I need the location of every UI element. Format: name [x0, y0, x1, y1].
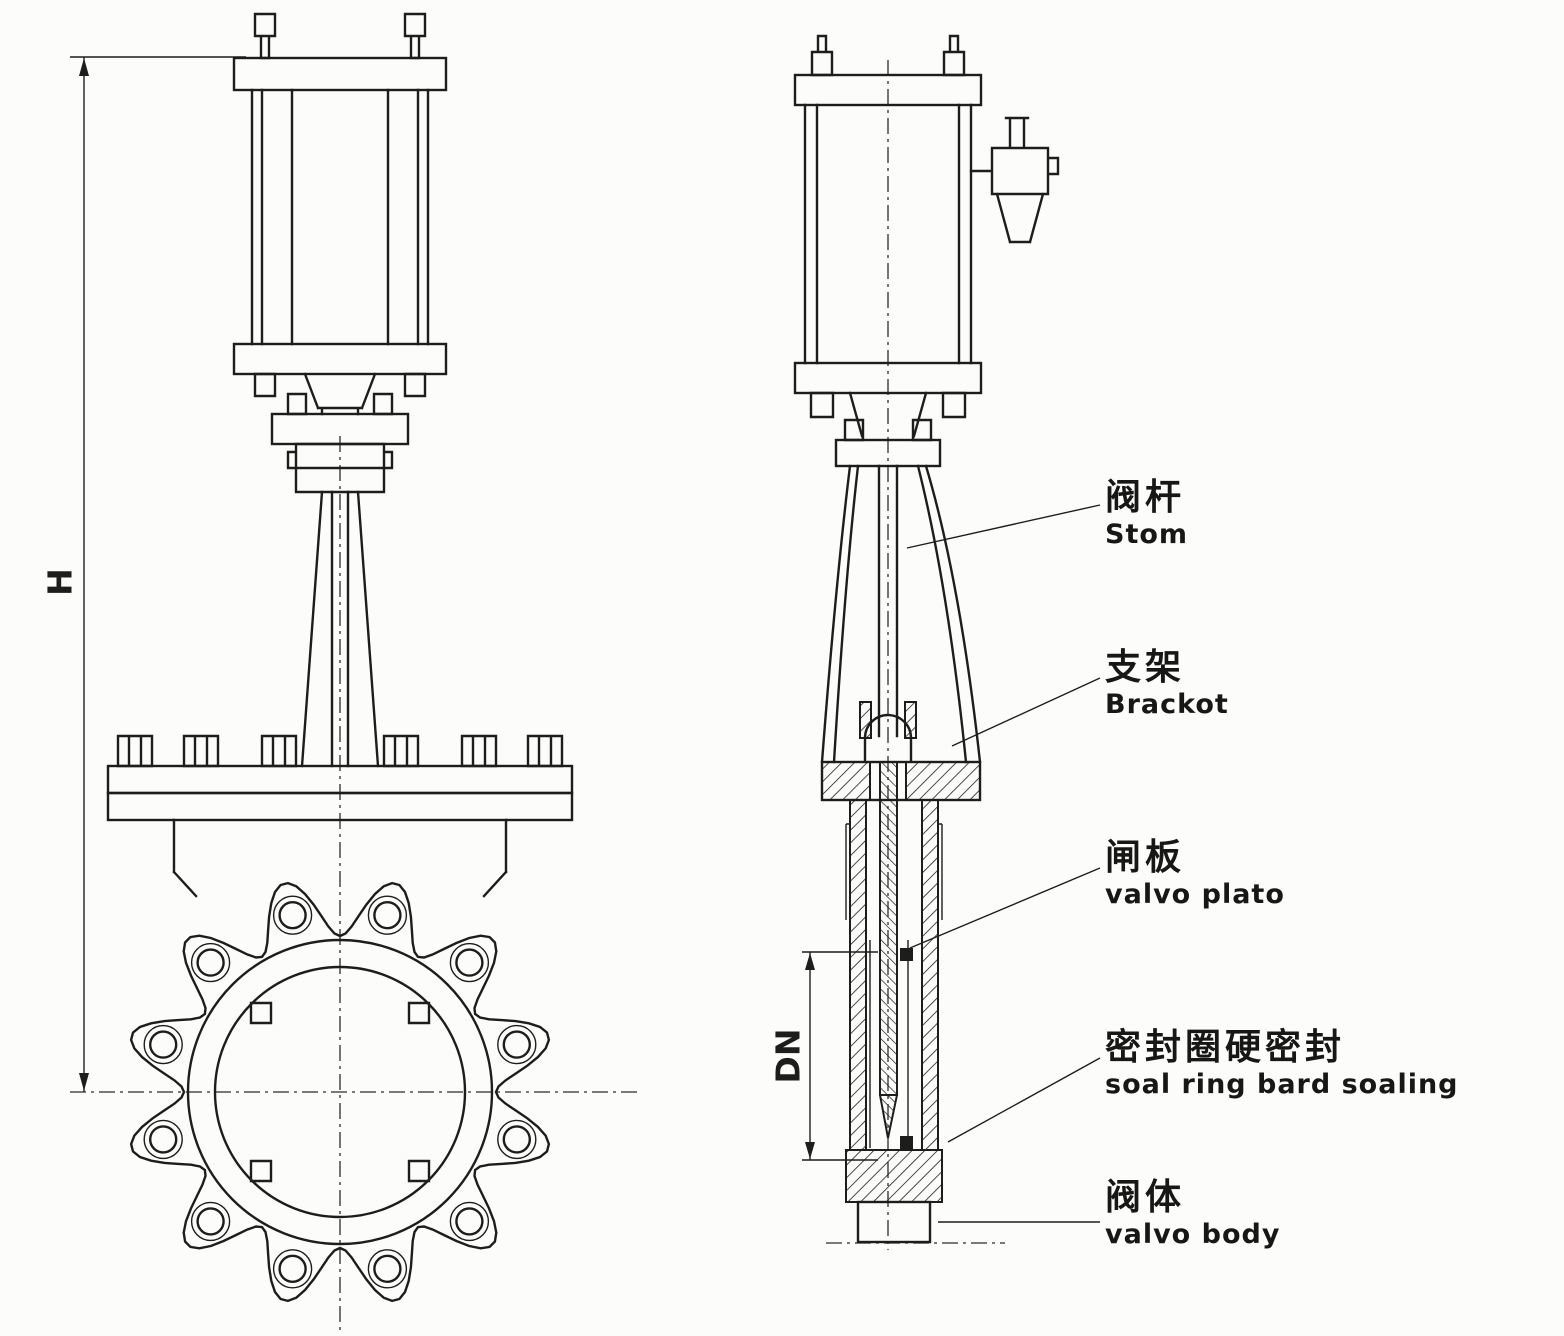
bolt-hole [449, 1201, 490, 1242]
mounting-plate-left [821, 761, 871, 801]
bolt-hole [497, 1024, 537, 1065]
cylinder-top-plate [232, 56, 448, 92]
flange-bolt-holes [143, 895, 537, 1289]
arrow-up-icon [805, 953, 815, 970]
callout-seal-ring-en: soal ring bard soaling [1105, 1069, 1459, 1101]
bolt-hole [502, 1125, 531, 1154]
bolt-hole [373, 901, 402, 930]
stem-gland-right [904, 701, 917, 739]
seal-ring-upper [900, 948, 913, 961]
scalloped-flange-outline [129, 881, 551, 1303]
callout-valve-body-en: valvo body [1105, 1219, 1281, 1251]
body-wall-left [849, 799, 867, 1151]
yoke-column [300, 490, 380, 768]
side-section-view [793, 34, 1060, 1244]
mounting-plate-right [905, 761, 981, 801]
bolt-hole [367, 1249, 408, 1289]
side-cylinder-barrel [803, 103, 973, 365]
bolt-hole [373, 1254, 402, 1284]
callout-valve-plate-zh: 闸板 [1105, 837, 1186, 878]
bore-guide-tabs [249, 1001, 431, 1183]
body-face-circle [186, 938, 494, 1246]
bolt-hole [278, 901, 307, 930]
side-bottom-nuts [809, 391, 967, 419]
stem-rod [863, 464, 913, 762]
arrow-down-icon [805, 1142, 815, 1159]
bolt-hole [497, 1119, 537, 1160]
body-wall-right [921, 799, 939, 1151]
stem-gland-left [859, 701, 872, 739]
bolt-hole [272, 1249, 313, 1289]
bolt-hole [272, 895, 313, 935]
callout-bracket-zh: 支架 [1105, 647, 1186, 688]
callout-stem: 阀杆 Stom [1105, 477, 1189, 552]
dimension-H: H [41, 56, 246, 1092]
body-shoulder [172, 818, 508, 898]
body-cavity-lines [869, 940, 909, 1148]
bracket-shell [820, 464, 982, 764]
bolt-hole [449, 942, 490, 983]
callout-seal-ring-zh: 密封圈硬密封 [1105, 1027, 1346, 1068]
front-view [106, 12, 574, 1303]
bolt-hole [502, 1030, 531, 1059]
bolt-hole [143, 1119, 183, 1160]
side-cylinder-top-plate [793, 73, 983, 107]
arrow-down-icon [79, 1073, 89, 1091]
actuator-top-bolts [253, 12, 427, 60]
body-bottom-boss [856, 1200, 932, 1244]
bolt-hole [455, 1207, 484, 1236]
dimension-DN: DN [769, 951, 878, 1161]
bolt-hole [455, 948, 484, 977]
callout-seal-ring: 密封圈硬密封 soal ring bard soaling [1105, 1027, 1459, 1102]
cylinder-bottom-nuts [253, 372, 427, 398]
callout-bracket-en: Brackot [1105, 689, 1229, 721]
callout-stem-zh: 阀杆 [1105, 477, 1186, 518]
bolt-hole [143, 1024, 183, 1065]
bolt-hole [148, 1125, 178, 1154]
centerlines [70, 60, 1005, 1330]
seal-ring-lower [900, 1136, 913, 1149]
bolt-hole [278, 1254, 307, 1284]
bonnet-plate-lower [106, 791, 574, 822]
arrow-up-icon [79, 58, 89, 76]
side-funnel [848, 391, 928, 438]
dimension-DN-label: DN [769, 1028, 808, 1083]
stem-gland-block [286, 442, 394, 494]
callout-stem-en: Stom [1105, 519, 1189, 551]
side-cylinder-bottom-plate [793, 361, 983, 395]
cylinder-barrel [250, 88, 430, 346]
bolt-hole [196, 1207, 225, 1236]
callout-valve-plate-en: valvo plato [1105, 879, 1285, 911]
side-yoke-flange [834, 438, 942, 468]
callout-valve-plate: 闸板 valvo plato [1105, 837, 1285, 912]
body-step-lines [845, 823, 943, 920]
bolt-hole [196, 948, 225, 977]
dimension-H-lines [70, 56, 246, 1092]
bolt-hole [190, 1201, 231, 1242]
cylinder-bottom-plate [232, 342, 448, 376]
bore-circle [213, 965, 467, 1219]
callout-valve-body: 阀体 valvo body [1105, 1177, 1281, 1252]
callout-leader-lines [906, 504, 1101, 1223]
callout-bracket: 支架 Brackot [1105, 647, 1229, 722]
gate-knife-edge [878, 1094, 899, 1139]
dimension-DN-lines [802, 951, 878, 1161]
bolt-hole [367, 895, 408, 935]
bolt-hole [190, 942, 231, 983]
body-bottom-flange [845, 1149, 943, 1203]
dimension-H-label: H [41, 568, 80, 596]
air-pilot-valve [969, 116, 1060, 244]
bolt-hole [148, 1030, 178, 1059]
callout-valve-body-zh: 阀体 [1105, 1177, 1186, 1218]
actuator-funnel [303, 372, 377, 416]
yoke-flange-nuts [286, 392, 394, 416]
gate-plate [879, 761, 898, 1096]
